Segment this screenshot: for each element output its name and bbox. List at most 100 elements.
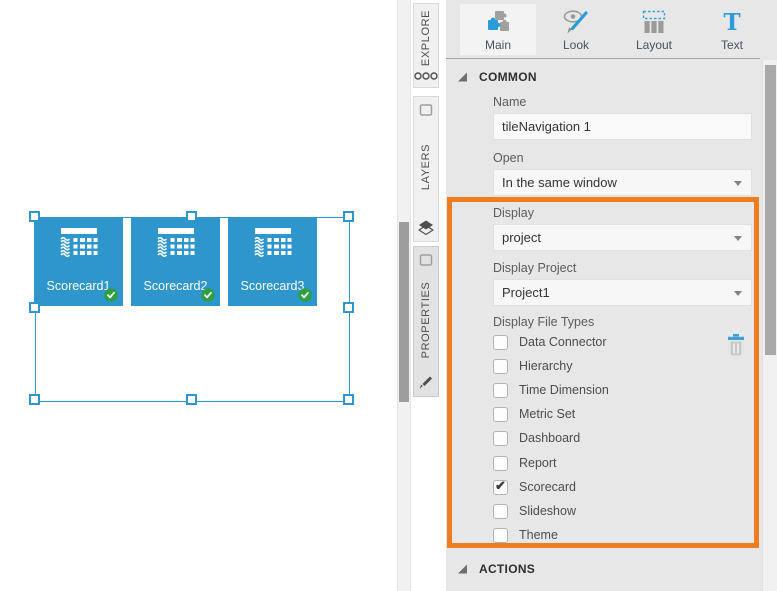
scorecard-table-icon: [156, 228, 194, 258]
checkbox-label: Hierarchy: [519, 359, 573, 373]
chevron-down-icon: [734, 236, 742, 241]
tile-scorecard3[interactable]: Scorecard3: [228, 217, 317, 306]
selection-handle-top-middle[interactable]: [186, 211, 197, 222]
section-header-actions[interactable]: ACTIONS: [458, 561, 535, 577]
tab-layers[interactable]: LAYERS: [413, 96, 439, 242]
checkbox-row-slideshow[interactable]: Slideshow: [493, 502, 576, 520]
display-project-dropdown[interactable]: Project1: [493, 279, 752, 306]
eye-brush-icon: [563, 10, 588, 34]
layout-columns-icon: [642, 10, 666, 33]
tab-properties-label: PROPERTIES: [420, 281, 432, 358]
puzzle-icon: [488, 11, 509, 31]
display-file-types-label: Display File Types: [493, 315, 595, 329]
chevron-down-icon: [734, 181, 742, 186]
tile-label: Scorecard2: [143, 279, 208, 293]
tile-label: Scorecard1: [46, 279, 111, 293]
scorecard-table-icon: [59, 228, 97, 258]
properties-tab-bar: Main Look Layout: [446, 0, 760, 59]
design-canvas[interactable]: Scorecard1 Scorecard2: [0, 0, 397, 591]
tile-scorecard1[interactable]: Scorecard1: [34, 217, 123, 306]
checked-badge-icon: [104, 288, 118, 302]
checkbox-label: Dashboard: [519, 431, 581, 445]
tab-explore-label: EXPLORE: [420, 9, 432, 66]
checkbox-label: Time Dimension: [519, 383, 609, 397]
pencil-icon: [419, 376, 433, 389]
side-tab-strip: EXPLORE LAYERS PROPERTIES: [411, 0, 446, 591]
tab-look-label: Look: [562, 38, 590, 52]
selection-handle-bottom-middle[interactable]: [186, 394, 197, 405]
layers-icon: [418, 220, 434, 235]
checkbox[interactable]: [493, 382, 508, 398]
display-label: Display: [493, 206, 534, 220]
selection-handle-middle-right[interactable]: [343, 302, 354, 313]
open-dropdown-value: In the same window: [502, 175, 617, 190]
checkbox-label: Scorecard: [519, 480, 576, 494]
chevron-down-icon: [734, 291, 742, 296]
name-label: Name: [493, 95, 527, 109]
checkbox-row-data-connector[interactable]: Data Connector: [493, 333, 607, 351]
tab-explore[interactable]: EXPLORE: [413, 3, 439, 88]
checkbox[interactable]: [493, 455, 508, 471]
selection-handle-middle-left[interactable]: [29, 302, 40, 313]
tab-layout[interactable]: Layout: [616, 4, 692, 55]
checkbox[interactable]: [493, 503, 508, 519]
tab-layers-label: LAYERS: [420, 143, 432, 191]
checkbox-row-report[interactable]: Report: [493, 454, 557, 472]
checkbox-row-dashboard[interactable]: Dashboard: [493, 429, 580, 447]
checkbox-row-hierarchy[interactable]: Hierarchy: [493, 357, 573, 375]
checkbox-row-theme[interactable]: Theme: [493, 526, 558, 544]
tab-properties[interactable]: PROPERTIES: [413, 246, 439, 397]
panel-vertical-scrollbar[interactable]: [762, 60, 777, 591]
canvas-scrollbar-thumb[interactable]: [399, 222, 409, 402]
tile-label: Scorecard3: [240, 279, 305, 293]
text-t-icon: T: [723, 9, 741, 36]
open-dropdown[interactable]: In the same window: [493, 169, 752, 196]
tab-text-label: Text: [720, 38, 743, 52]
scorecard-table-icon: [253, 228, 291, 258]
display-dropdown-value: project: [502, 230, 542, 245]
panel-scrollbar-thumb[interactable]: [765, 65, 776, 355]
section-title: ACTIONS: [479, 562, 536, 576]
tab-text[interactable]: T Text: [694, 4, 770, 55]
data-cubes-icon: [414, 72, 438, 80]
section-header-common[interactable]: COMMON: [458, 69, 537, 85]
tab-main-label: Main: [484, 38, 511, 52]
selection-handle-bottom-left[interactable]: [29, 394, 40, 405]
checkbox-label: Report: [519, 456, 557, 470]
checkbox[interactable]: [493, 334, 508, 350]
checkbox[interactable]: [493, 430, 508, 446]
name-input[interactable]: [493, 113, 752, 140]
display-project-dropdown-value: Project1: [502, 285, 550, 300]
checkbox-label: Metric Set: [519, 407, 576, 421]
checkbox[interactable]: [493, 406, 508, 422]
tab-look[interactable]: Look: [538, 4, 614, 55]
display-project-label: Display Project: [493, 261, 577, 275]
tab-layout-label: Layout: [635, 38, 673, 52]
checked-badge-icon: [298, 288, 312, 302]
selection-handle-top-right[interactable]: [343, 211, 354, 222]
collapse-triangle-icon: [458, 564, 467, 574]
checkbox-label: Data Connector: [519, 335, 607, 349]
checkbox-label: Slideshow: [519, 504, 576, 518]
checked-badge-icon: [201, 288, 215, 302]
selection-handle-top-left[interactable]: [29, 211, 40, 222]
tab-main[interactable]: Main: [460, 4, 536, 55]
checkbox-label: Theme: [519, 528, 558, 542]
checkbox[interactable]: [493, 527, 508, 543]
delete-trash-icon[interactable]: [727, 334, 745, 357]
properties-panel: Main Look Layout: [446, 0, 777, 591]
checkbox-row-metric-set[interactable]: Metric Set: [493, 405, 575, 423]
checkbox[interactable]: [493, 478, 508, 495]
panel-square-icon: [419, 254, 433, 266]
panel-square-icon: [419, 104, 433, 116]
checkbox[interactable]: [493, 358, 508, 374]
open-label: Open: [493, 151, 524, 165]
display-dropdown[interactable]: project: [493, 224, 752, 251]
checkbox-row-scorecard[interactable]: Scorecard: [493, 478, 576, 496]
canvas-vertical-scrollbar[interactable]: [397, 0, 411, 591]
checkbox-row-time-dimension[interactable]: Time Dimension: [493, 381, 609, 399]
section-title: COMMON: [479, 70, 537, 84]
selection-handle-bottom-right[interactable]: [343, 394, 354, 405]
tile-scorecard2[interactable]: Scorecard2: [131, 217, 220, 306]
collapse-triangle-icon: [458, 72, 467, 82]
